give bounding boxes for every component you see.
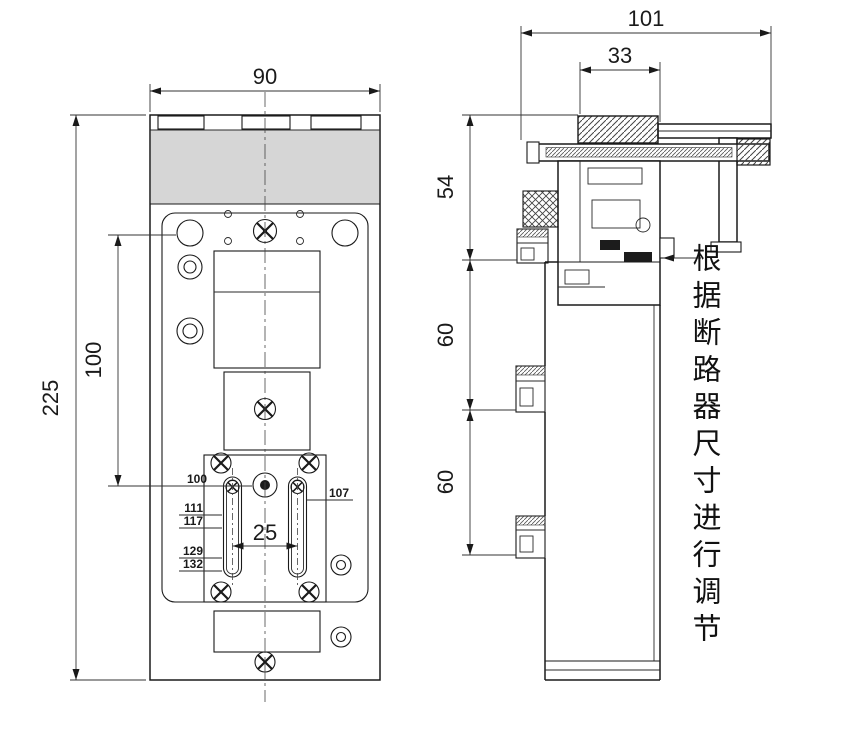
- ref-label-129: 129: [183, 544, 203, 558]
- side-latch-tab: [659, 237, 675, 259]
- adjustment-note: 根据断路器尺寸进行调节: [688, 243, 720, 650]
- dim-side-pitch-top: 54: [433, 175, 458, 199]
- dim-front-height: 225: [38, 380, 63, 417]
- screw-slotbox-top-left: [210, 452, 232, 474]
- dim-side-depth-total: 101: [628, 6, 665, 31]
- front-view: [149, 92, 381, 702]
- ref-label-111: 111: [184, 501, 203, 515]
- din-clip-top: [516, 228, 549, 264]
- front-dimensions: 90 225 100 25 100 111 117 129 132 107: [38, 64, 381, 681]
- ref-label-117: 117: [184, 514, 204, 528]
- din-rail-section: [522, 190, 559, 228]
- ref-label-107: 107: [329, 486, 349, 500]
- dim-front-width: 90: [253, 64, 277, 89]
- dim-front-slot-pitch: 25: [253, 520, 277, 545]
- screw-slotbox-bottom-right: [298, 581, 320, 603]
- dim-side-depth-body: 33: [608, 43, 632, 68]
- din-clip-middle: [515, 365, 546, 413]
- screw-slotbox-bottom-left: [210, 581, 232, 603]
- rivet-right-lower: [330, 626, 352, 648]
- side-body: [544, 261, 661, 681]
- front-tab-right: [310, 115, 362, 130]
- rivet-right-upper: [330, 554, 352, 576]
- note-leader-arrow: [663, 254, 674, 262]
- ref-label-132: 132: [183, 557, 203, 571]
- side-rod-knob: [736, 138, 771, 166]
- mounting-hole-top-right: [331, 219, 359, 247]
- front-tab-center: [241, 115, 291, 130]
- side-dimensions: 101 33 54 60 60: [433, 6, 772, 556]
- front-terminal-cover: [151, 130, 379, 204]
- dim-front-hole-pitch: 100: [81, 342, 106, 379]
- ref-label-100: 100: [187, 472, 207, 486]
- side-view: [515, 115, 772, 681]
- dim-side-pitch-middle: 60: [433, 323, 458, 347]
- front-slot-box: [203, 454, 327, 603]
- din-clip-bottom: [515, 515, 546, 559]
- screw-slotbox-top-right: [298, 452, 320, 474]
- side-top-cap: [577, 115, 659, 144]
- front-tab-left: [157, 115, 205, 130]
- rivet-left-upper: [177, 254, 203, 280]
- side-arm-foot: [710, 241, 742, 253]
- rivet-left-lower: [176, 317, 204, 345]
- mounting-hole-top-left: [176, 219, 204, 247]
- side-mechanism-block: [557, 160, 661, 306]
- dim-side-pitch-bottom: 60: [433, 470, 458, 494]
